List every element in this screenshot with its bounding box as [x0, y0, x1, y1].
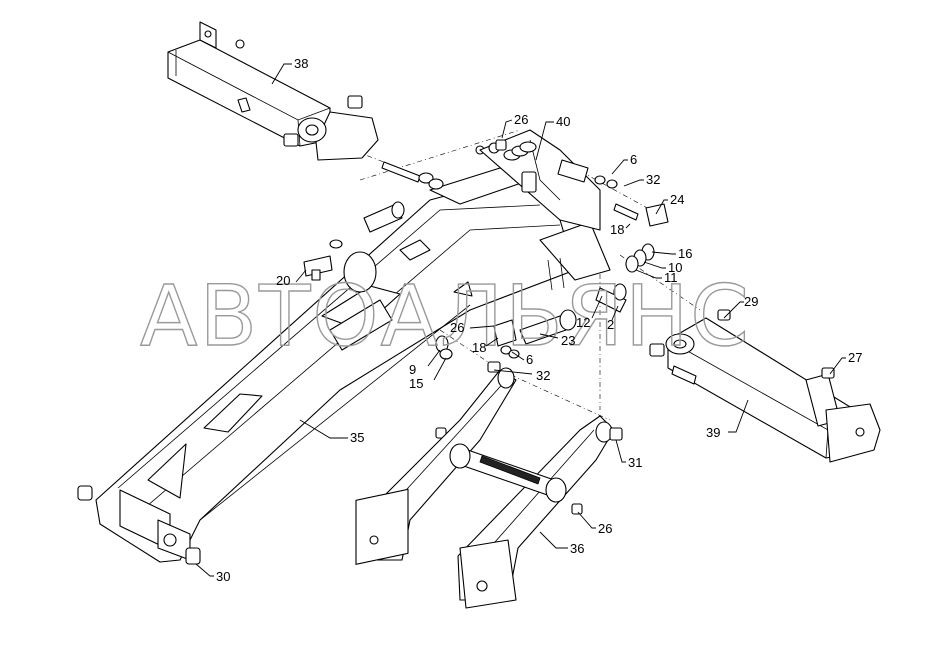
callout-32: 32	[646, 172, 660, 187]
callout-24: 24	[670, 192, 684, 207]
beam-part-38	[167, 21, 379, 161]
callout-32-lower: 32	[536, 368, 550, 383]
callout-2: 2	[607, 317, 614, 332]
lower-hardware	[435, 309, 577, 439]
bushings	[77, 485, 201, 565]
callout-9: 9	[409, 362, 416, 377]
callout-26-bottom: 26	[598, 521, 612, 536]
callout-31: 31	[628, 455, 642, 470]
callout-29: 29	[744, 294, 758, 309]
callout-27: 27	[848, 350, 862, 365]
callout-18: 18	[610, 222, 624, 237]
callout-38: 38	[294, 56, 308, 71]
callout-36: 36	[570, 541, 584, 556]
callout-23: 23	[561, 333, 575, 348]
main-frame-part-35	[95, 145, 611, 563]
callout-labels: 38 26 40 6 32 24 18 16 10 11 20 29 12 2 …	[216, 56, 862, 584]
watermark: АВТОАЛЬЯНС	[140, 267, 751, 365]
callout-35: 35	[350, 430, 364, 445]
upper-hardware	[303, 139, 669, 313]
callout-10: 10	[668, 260, 682, 275]
callout-26: 26	[514, 112, 528, 127]
beam-part-39	[649, 309, 881, 463]
callout-30: 30	[216, 569, 230, 584]
callout-12: 12	[576, 315, 590, 330]
callout-6: 6	[630, 152, 637, 167]
linkage-part-36	[355, 367, 623, 609]
callout-6-lower: 6	[526, 352, 533, 367]
callout-15: 15	[409, 376, 423, 391]
callout-26-lower: 26	[450, 320, 464, 335]
callout-20: 20	[276, 273, 290, 288]
callout-39: 39	[706, 425, 720, 440]
callout-16: 16	[678, 246, 692, 261]
leader-lines	[195, 63, 846, 577]
callout-18-lower: 18	[472, 340, 486, 355]
callout-11: 11	[664, 270, 678, 285]
callout-40: 40	[556, 114, 570, 129]
